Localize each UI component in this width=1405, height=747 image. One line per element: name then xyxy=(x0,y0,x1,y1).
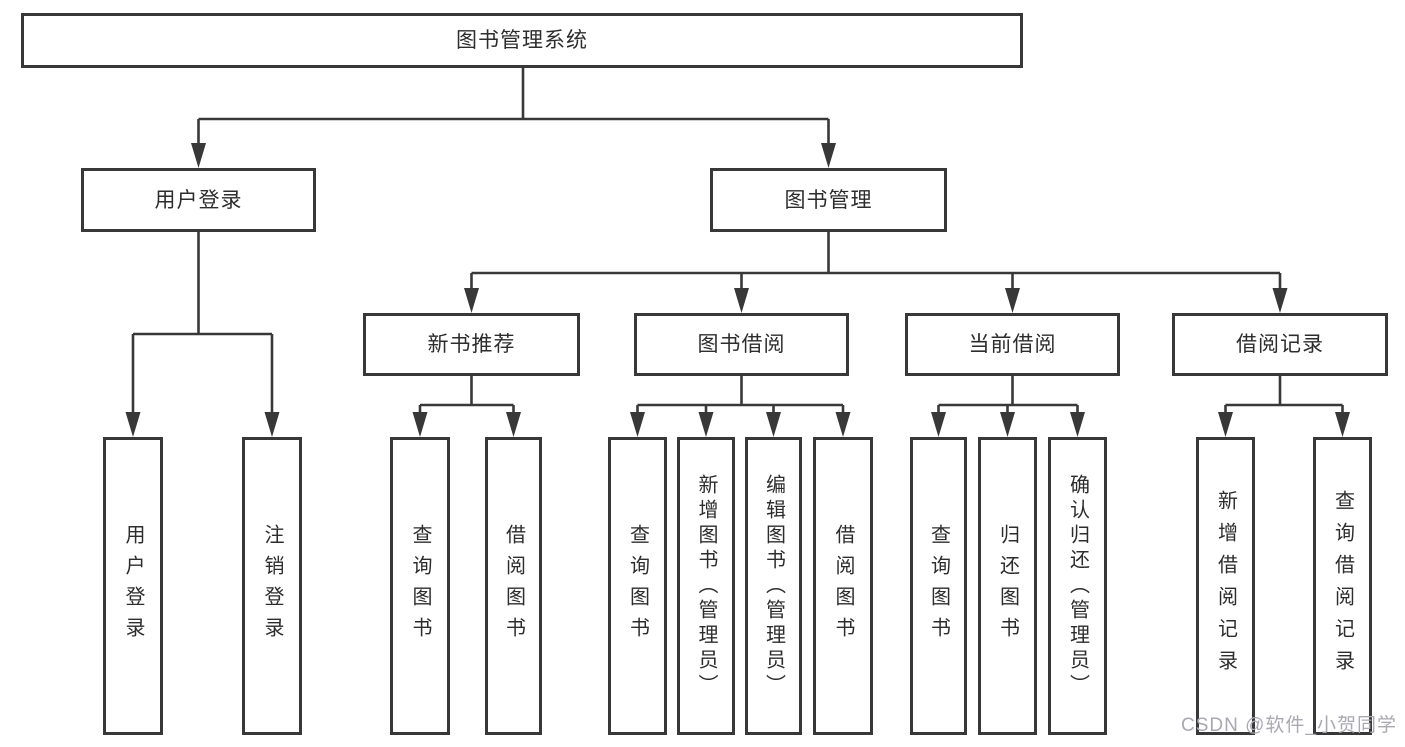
arrowhead-icon xyxy=(1070,412,1085,437)
node-label: 图书管理 xyxy=(784,188,873,212)
node-label: 查询图书 xyxy=(927,524,950,648)
node-label: 图书管理系统 xyxy=(456,29,588,52)
node-br-add: 新增借阅记录 xyxy=(1196,437,1255,735)
arrowhead-icon xyxy=(1218,412,1233,437)
arrowhead-icon xyxy=(734,288,749,313)
node-label: 图书借阅 xyxy=(697,333,786,356)
arrowhead-icon xyxy=(191,143,206,168)
node-current-borrow: 当前借阅 xyxy=(905,313,1120,376)
arrowhead-icon xyxy=(264,412,280,437)
node-label: 查询图书 xyxy=(626,524,649,648)
node-nbr-borrow: 借阅图书 xyxy=(485,437,542,735)
node-label: 归还图书 xyxy=(996,524,1019,648)
node-label: 编辑图书（管理员） xyxy=(762,473,785,699)
node-cb-confirm: 确认归还（管理员） xyxy=(1048,437,1107,735)
node-ul-logout: 注销登录 xyxy=(242,437,302,735)
node-label: 借阅记录 xyxy=(1236,333,1324,356)
node-borrow-records: 借阅记录 xyxy=(1172,313,1388,376)
arrowhead-icon xyxy=(766,412,781,437)
arrowhead-icon xyxy=(412,412,428,437)
node-root: 图书管理系统 xyxy=(21,13,1023,68)
node-bb-query: 查询图书 xyxy=(608,437,667,735)
node-label: 用户登录 xyxy=(154,188,243,212)
node-label: 新增图书（管理员） xyxy=(695,473,717,699)
arrowhead-icon xyxy=(1005,288,1020,313)
watermark-text: CSDN @软件_小贺同学 xyxy=(1181,715,1397,736)
node-nbr-query: 查询图书 xyxy=(390,437,450,735)
node-user-login: 用户登录 xyxy=(81,168,316,232)
node-label: 新增借阅记录 xyxy=(1214,490,1237,682)
node-cb-query: 查询图书 xyxy=(910,437,967,735)
node-label: 确认归还（管理员） xyxy=(1066,473,1089,699)
arrowhead-icon xyxy=(698,412,714,437)
node-label: 当前借阅 xyxy=(968,333,1057,356)
node-bb-add: 新增图书（管理员） xyxy=(677,437,735,735)
node-cb-return: 归还图书 xyxy=(978,437,1037,735)
arrowhead-icon xyxy=(125,412,141,437)
node-label: 新书推荐 xyxy=(427,333,516,356)
arrowhead-icon xyxy=(464,288,479,313)
node-book-mgmt: 图书管理 xyxy=(710,168,947,232)
node-label: 注销登录 xyxy=(261,524,283,648)
arrowhead-icon xyxy=(630,412,645,437)
node-label: 用户登录 xyxy=(122,524,144,648)
arrowhead-icon xyxy=(1272,288,1288,313)
node-bb-edit: 编辑图书（管理员） xyxy=(745,437,802,735)
node-label: 借阅图书 xyxy=(832,524,854,648)
arrowhead-icon xyxy=(506,412,521,437)
node-book-borrow: 图书借阅 xyxy=(634,313,849,376)
arrowhead-icon xyxy=(931,412,946,437)
node-label: 借阅图书 xyxy=(502,524,525,648)
arrowhead-icon xyxy=(1335,412,1350,437)
node-label: 查询借阅记录 xyxy=(1331,490,1354,682)
node-label: 查询图书 xyxy=(409,524,431,648)
arrowhead-icon xyxy=(821,143,836,168)
node-new-book-rec: 新书推荐 xyxy=(363,313,580,376)
node-bb-borrow: 借阅图书 xyxy=(813,437,873,735)
arrowhead-icon xyxy=(1000,412,1015,437)
node-br-query: 查询借阅记录 xyxy=(1313,437,1372,735)
node-ul-login: 用户登录 xyxy=(103,437,163,735)
arrowhead-icon xyxy=(835,412,851,437)
